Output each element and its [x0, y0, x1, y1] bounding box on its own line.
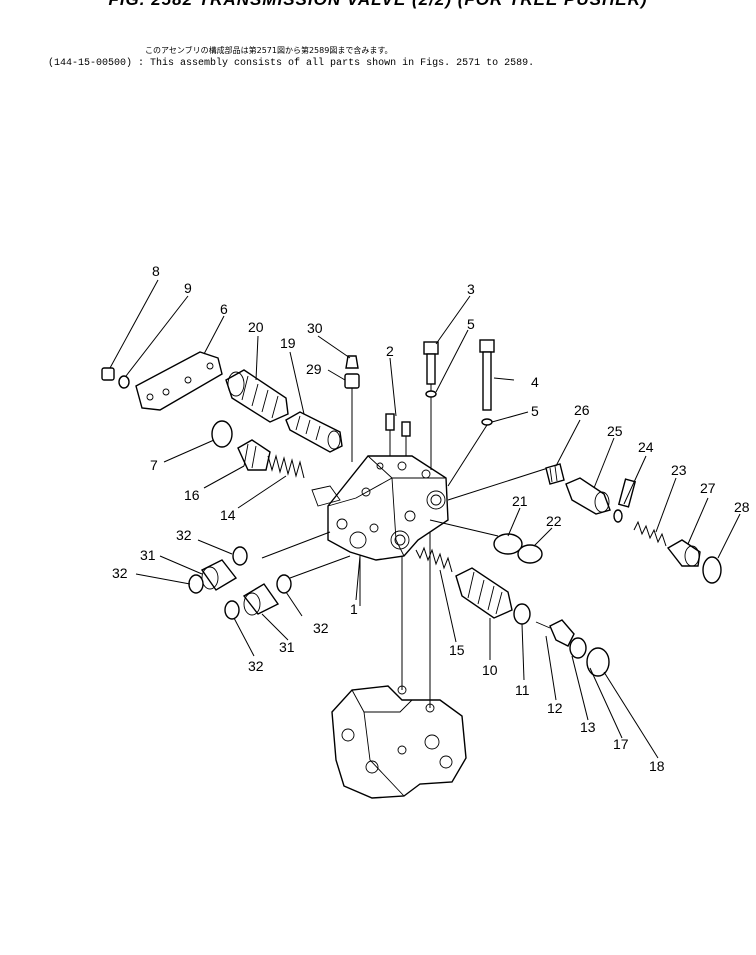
callout-22: 22 [546, 513, 562, 529]
spring-part-26 [545, 463, 565, 485]
callout-4: 4 [531, 374, 539, 390]
piston-part-27 [666, 539, 701, 567]
callout-27: 27 [700, 480, 716, 496]
valve-body-part-1 [311, 455, 449, 561]
assembly-part-code: (144-15-00500) [48, 58, 133, 69]
callout-12: 12 [547, 700, 563, 716]
callout-1: 1 [350, 601, 358, 617]
spool-part-20 [225, 369, 289, 423]
callout-24: 24 [638, 439, 654, 455]
callout-13: 13 [580, 719, 596, 735]
callout-32-a: 32 [176, 527, 192, 543]
spool-part-16 [237, 439, 271, 471]
o-ring-part-7 [211, 420, 233, 448]
callout-21: 21 [512, 493, 528, 509]
o-ring-part-32-c [276, 574, 292, 594]
callout-8: 8 [152, 263, 160, 279]
callout-6: 6 [220, 301, 228, 317]
ring-part-24 [613, 509, 623, 523]
spring-part-14 [267, 454, 305, 479]
spring-part-23 [633, 520, 667, 547]
snap-ring-part-17 [586, 647, 610, 677]
callout-11: 11 [515, 682, 530, 698]
note-separator: : [132, 58, 151, 69]
callout-29: 29 [306, 361, 322, 377]
lower-valve-body [331, 685, 467, 799]
callout-26: 26 [574, 402, 590, 418]
spool-part-10 [455, 567, 513, 619]
callout-3: 3 [467, 281, 475, 297]
o-ring-part-32-a [232, 546, 248, 566]
assembly-note: (144-15-00500) : This assembly consists … [48, 58, 534, 69]
callout-9: 9 [184, 280, 192, 296]
callout-20: 20 [248, 319, 264, 335]
snap-ring-part-22 [517, 544, 543, 564]
callout-30: 30 [307, 320, 323, 336]
leader-lines [109, 279, 741, 759]
figure-title: FIG. 2582 TRANSMISSION VALVE (2/2) (FOR … [0, 0, 756, 10]
sleeve-part-31-right [242, 583, 280, 616]
sleeve-part-31-left [200, 559, 238, 591]
callout-25: 25 [607, 423, 623, 439]
callout-2: 2 [386, 343, 394, 359]
valve-part-12 [535, 619, 575, 647]
callout-32-d: 32 [248, 658, 264, 674]
bolt-part-4 [479, 339, 495, 411]
assembly-note-japanese: このアセンブリの構成部品は第2571図から第2589図まで含みます。 [145, 46, 393, 55]
callout-10: 10 [482, 662, 498, 678]
callout-5-lower: 5 [531, 403, 539, 419]
callout-28: 28 [734, 499, 750, 515]
bolt-part-8 [101, 367, 115, 381]
fitting-part-29 [344, 373, 360, 462]
spring-part-15 [415, 546, 453, 573]
spring-part-11 [513, 603, 531, 625]
pin-part-24 [617, 478, 637, 508]
callout-31-right: 31 [279, 639, 295, 655]
callout-labels: 1 2 3 4 5 5 6 7 8 9 10 11 12 13 14 15 16… [112, 263, 750, 774]
plug-part-21 [493, 533, 523, 555]
washer-part-5-lower [481, 418, 493, 426]
bolt-part-3 [423, 341, 439, 470]
callout-5-upper: 5 [467, 316, 475, 332]
snap-ring-part-28 [702, 556, 722, 584]
valve-part-19 [285, 411, 343, 453]
o-ring-part-32-d [224, 600, 240, 620]
callout-23: 23 [671, 462, 687, 478]
callout-31-left: 31 [140, 547, 156, 563]
valve-part-25 [565, 477, 611, 515]
fitting-part-2 [385, 413, 411, 456]
washer-part-5-upper [425, 390, 437, 398]
callout-32-c: 32 [313, 620, 329, 636]
assembly-note-text: This assembly consists of all parts show… [150, 58, 535, 69]
o-ring-part-32-b [188, 574, 204, 594]
callout-17: 17 [613, 736, 629, 752]
disc-part-13 [569, 637, 587, 659]
callout-32-b: 32 [112, 565, 128, 581]
callout-19: 19 [280, 335, 296, 351]
callout-14: 14 [220, 507, 236, 523]
plug-part-30 [345, 355, 359, 369]
callout-7: 7 [150, 457, 158, 473]
washer-part-9 [118, 375, 130, 389]
cover-plate-part-6 [135, 351, 223, 411]
callout-15: 15 [449, 642, 465, 658]
callout-16: 16 [184, 487, 200, 503]
callout-18: 18 [649, 758, 665, 774]
